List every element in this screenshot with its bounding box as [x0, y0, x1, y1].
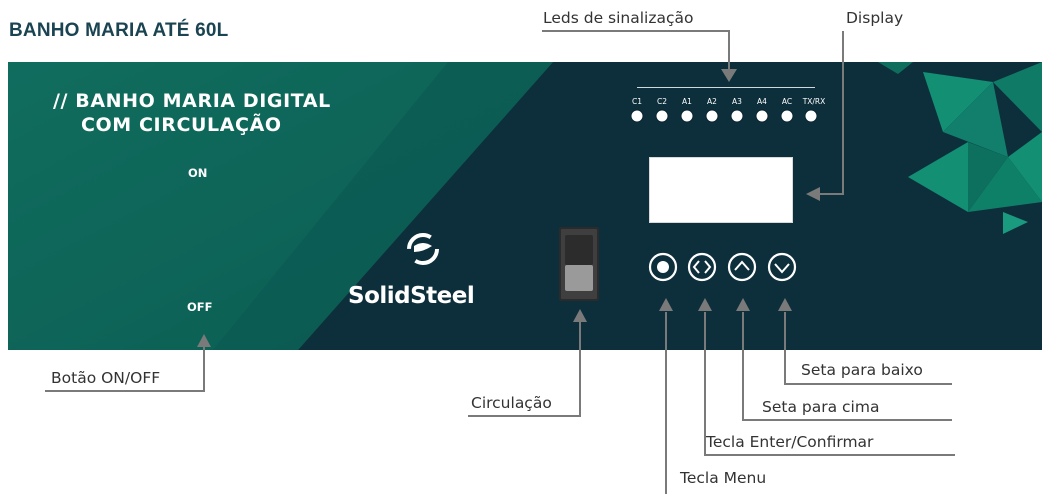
led-a2: [705, 109, 719, 123]
led-a1: [680, 109, 694, 123]
switch-on-label: ON: [188, 166, 208, 180]
led-label: C2: [656, 97, 667, 106]
circulation-switch[interactable]: [559, 227, 599, 301]
panel-heading: // BANHO MARIA DIGITAL: [53, 90, 331, 112]
arrow-up-key[interactable]: [727, 252, 757, 282]
arrow-down-key[interactable]: [767, 252, 797, 282]
enter-arrow-icon: [698, 298, 712, 311]
display-callout-label: Display: [846, 9, 904, 27]
led-separator: [637, 87, 815, 88]
panel-green-shade: [213, 62, 553, 350]
led-a4: [755, 109, 769, 123]
up-arrow-icon: [736, 298, 750, 311]
circulation-callout-label: Circulação: [471, 394, 552, 412]
led-a3: [730, 109, 744, 123]
switch-off-label: OFF: [187, 300, 213, 314]
leds-callout-label: Leds de sinalização: [543, 9, 694, 27]
circulation-leader-line: [468, 320, 581, 417]
display-arrow-icon: [806, 187, 820, 201]
brand-logo-icon: [407, 233, 439, 265]
onoff-leader-line: [45, 346, 205, 392]
leds-leader-line: [542, 30, 730, 70]
led-ac: [780, 109, 794, 123]
onoff-arrow-icon: [197, 334, 211, 347]
led-label: A2: [707, 97, 717, 106]
menu-dot-icon: [657, 261, 669, 273]
menu-callout-label: Tecla Menu: [680, 469, 767, 487]
enter-callout-label: Tecla Enter/Confirmar: [706, 433, 874, 451]
circulation-switch-rocker-bottom: [565, 265, 593, 291]
display-leader-line: [820, 31, 844, 195]
chevron-down-icon: [774, 263, 790, 274]
led-label: C1: [631, 97, 642, 106]
brand-name: SolidSteel: [348, 283, 475, 309]
enter-key[interactable]: [687, 252, 717, 282]
menu-key[interactable]: [648, 252, 678, 282]
down-leader-line: [784, 312, 952, 385]
page-title: BANHO MARIA ATÉ 60L: [9, 20, 229, 41]
up-leader-line: [742, 312, 952, 421]
led-label: A4: [757, 97, 767, 106]
enter-leader-line: [704, 312, 955, 456]
led-txrx: [804, 109, 818, 123]
led-label: TX/RX: [802, 97, 826, 106]
panel-subheading: COM CIRCULAÇÃO: [81, 114, 282, 136]
chevron-up-icon: [734, 260, 750, 271]
decorative-triangles: [878, 62, 1042, 234]
leds-arrow-icon: [721, 69, 737, 82]
led-label: A3: [732, 97, 742, 106]
down-arrow-icon: [778, 298, 792, 311]
circulation-arrow-icon: [573, 309, 587, 322]
menu-arrow-icon: [659, 298, 673, 311]
status-leds: [630, 109, 818, 123]
led-label: AC: [781, 97, 793, 106]
enter-arrows-icon: [692, 260, 712, 274]
circulation-switch-rocker-top: [565, 235, 593, 265]
keypad: [648, 252, 797, 282]
down-callout-label: Seta para baixo: [801, 361, 923, 379]
onoff-callout-label: Botão ON/OFF: [51, 369, 161, 387]
led-label: A1: [682, 97, 692, 106]
up-callout-label: Seta para cima: [762, 398, 880, 416]
led-c1: [630, 109, 644, 123]
display-screen: [649, 157, 793, 223]
control-panel: [8, 62, 1042, 350]
led-c2: [655, 109, 669, 123]
